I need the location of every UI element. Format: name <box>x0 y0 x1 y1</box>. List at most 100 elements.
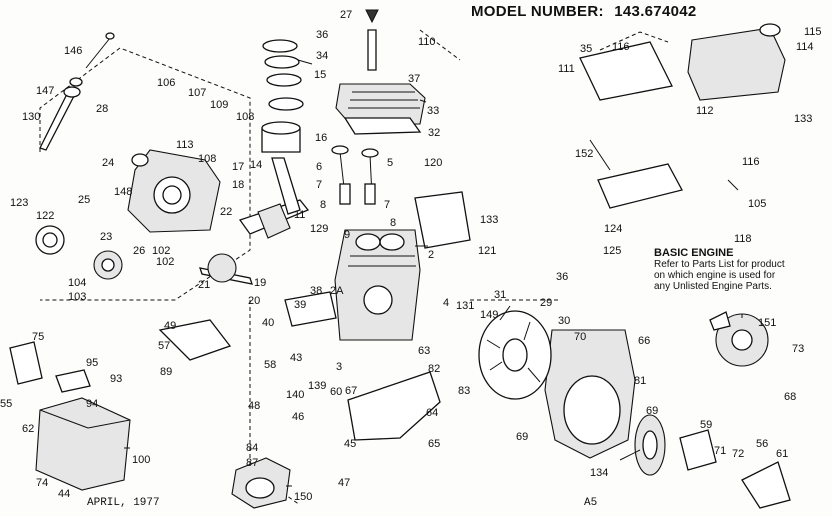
flywheel-fin-4 <box>527 367 541 383</box>
carburetor-bowl <box>245 477 275 499</box>
part-number-label: 115 <box>804 26 822 38</box>
part-number-label: 20 <box>248 295 260 307</box>
piston-ring-2 <box>264 55 300 69</box>
leader-33 <box>419 99 427 103</box>
piston-ring-1 <box>262 39 298 53</box>
part-number-label: 150 <box>294 491 312 503</box>
part-number-label: 108 <box>198 153 216 165</box>
part-number-label: 124 <box>604 223 622 235</box>
part-number-label: 72 <box>732 448 744 460</box>
part-number-label: 110 <box>418 36 436 48</box>
part-number-label: 45 <box>344 438 356 450</box>
part-number-label: 7 <box>316 179 322 191</box>
dipstick-cap <box>105 32 115 40</box>
part-number-label: 9 <box>344 229 350 241</box>
part-number-label: 2 <box>428 249 434 261</box>
part-number-label: 27 <box>340 9 352 21</box>
part-number-label: 64 <box>426 407 438 419</box>
part-number-label: 69 <box>516 431 528 443</box>
air-deflector <box>347 371 441 441</box>
spark-plug-terminal <box>365 9 379 24</box>
part-number-label: 25 <box>78 194 90 206</box>
part-number-label: 100 <box>132 454 150 466</box>
part-number-label: 133 <box>794 113 812 125</box>
footer-date: APRIL, 1977 <box>87 497 160 509</box>
part-number-label: 102 <box>156 256 174 268</box>
part-number-label: 39 <box>294 299 306 311</box>
part-number-label: 63 <box>418 345 430 357</box>
cylinder-bore-2 <box>379 233 405 251</box>
air-cleaner-edge-2 <box>87 419 131 429</box>
cam-gear-21 <box>207 253 237 283</box>
leader-149 <box>499 305 511 321</box>
callout-leaders <box>124 59 743 487</box>
valve-spring-left <box>339 183 351 205</box>
part-number-label: 40 <box>262 317 274 329</box>
instruction-card <box>597 163 683 209</box>
part-number-label: 43 <box>290 352 302 364</box>
part-number-label: 37 <box>408 73 420 85</box>
flywheel-hub <box>502 338 528 372</box>
part-number-label: 152 <box>575 148 593 160</box>
part-number-label: 24 <box>102 157 114 169</box>
part-number-label: 147 <box>36 85 54 97</box>
part-number-label: 26 <box>133 245 145 257</box>
crankshaft-counterweight <box>257 203 291 239</box>
part-number-label: 107 <box>188 87 206 99</box>
head-gasket <box>343 117 422 135</box>
part-number-label: 47 <box>338 477 350 489</box>
part-number-label: 61 <box>776 448 788 460</box>
breather-plate <box>414 191 471 249</box>
mount-bracket-75 <box>9 341 43 385</box>
flywheel-fin-1 <box>486 339 501 349</box>
part-number-label: 66 <box>638 335 650 347</box>
part-number-label: 109 <box>210 99 228 111</box>
rotating-screen-inner <box>642 430 658 460</box>
connecting-rod <box>271 157 301 215</box>
part-number-label: 81 <box>634 375 646 387</box>
part-number-label: 34 <box>316 50 328 62</box>
part-number-label: 65 <box>428 438 440 450</box>
part-number-label: 84 <box>246 442 258 454</box>
part-number-label: 103 <box>68 291 86 303</box>
part-number-label: 67 <box>345 385 357 397</box>
leader-152 <box>589 139 611 171</box>
governor-bracket <box>158 319 232 361</box>
piston-top <box>261 121 301 135</box>
flywheel-fin-3 <box>523 321 531 341</box>
filter-element <box>55 369 91 393</box>
part-number-label: 58 <box>264 359 276 371</box>
oil-seal-24 <box>131 153 149 167</box>
part-number-label: 2A <box>330 285 344 297</box>
basic-engine-title: BASIC ENGINE <box>654 247 734 259</box>
leader-105 <box>727 179 739 191</box>
recoil-handle <box>709 311 731 331</box>
part-number-label: 114 <box>796 41 814 53</box>
part-number-label: 22 <box>220 206 232 218</box>
piston-ring-4 <box>268 97 304 111</box>
part-number-label: 118 <box>734 233 752 245</box>
part-number-label: 71 <box>714 445 726 457</box>
basic-engine-line-2: on which engine is used for <box>654 270 776 281</box>
control-lever <box>741 461 791 509</box>
valve-spring-right <box>364 183 376 205</box>
cam-gear-hub <box>101 258 115 272</box>
cover-bearing-inner <box>162 185 182 205</box>
part-number-label: 5 <box>387 157 393 169</box>
part-number-label: 30 <box>558 315 570 327</box>
part-number-label: 106 <box>157 77 175 89</box>
tank-bracket <box>579 41 673 101</box>
dashed-boundary-top <box>419 29 461 61</box>
part-number-label: 83 <box>458 385 470 397</box>
part-number-label: 140 <box>286 389 304 401</box>
model-number-label: MODEL NUMBER: <box>471 3 604 20</box>
part-number-label: 4 <box>443 297 449 309</box>
leader-134 <box>619 449 641 461</box>
part-number-label: 6 <box>316 161 322 173</box>
intake-manifold <box>284 291 337 327</box>
model-number-value: 143.674042 <box>614 3 697 20</box>
part-number-label: 105 <box>748 198 766 210</box>
part-number-label: 36 <box>316 29 328 41</box>
block-bearing <box>363 285 393 315</box>
part-number-label: 130 <box>22 111 40 123</box>
